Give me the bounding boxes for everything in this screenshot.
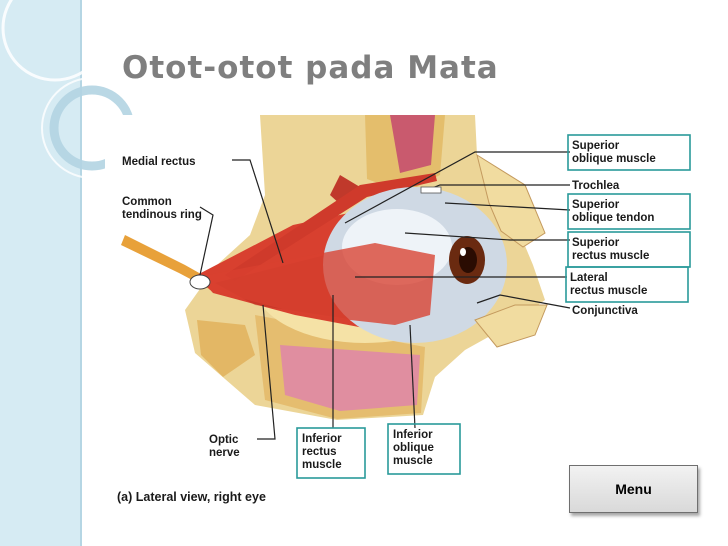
- rectus-overlay: [197, 243, 435, 325]
- eye-muscles-diagram: Medial rectus Common tendinous ring Opti…: [105, 115, 705, 515]
- side-divider: [80, 0, 82, 546]
- label-inferior-rectus-1: Inferior: [302, 433, 342, 445]
- label-superior-rectus-2: rectus muscle: [572, 250, 649, 262]
- lower-eyelid: [474, 304, 548, 348]
- label-lateral-rectus-1: Lateral: [570, 272, 608, 284]
- label-trochlea: Trochlea: [572, 180, 620, 192]
- bone-left: [197, 320, 255, 377]
- label-optic-2: nerve: [209, 447, 240, 459]
- label-superior-rectus-1: Superior: [572, 237, 620, 249]
- label-common-ring-1: Common: [122, 196, 172, 208]
- label-inferior-oblique-1: Inferior: [393, 429, 433, 441]
- menu-button[interactable]: Menu: [569, 465, 698, 513]
- label-medial-rectus: Medial rectus: [122, 156, 196, 168]
- label-superior-oblique-muscle-2: oblique muscle: [572, 153, 656, 165]
- label-superior-oblique-muscle-1: Superior: [572, 140, 620, 152]
- label-inferior-oblique-2: oblique: [393, 442, 434, 454]
- label-superior-oblique-tendon-2: oblique tendon: [572, 212, 654, 224]
- menu-button-label: Menu: [615, 481, 652, 497]
- slide-title: Otot-otot pada Mata: [122, 50, 499, 86]
- side-band: [0, 0, 80, 546]
- label-inferior-rectus-3: muscle: [302, 459, 342, 471]
- red-tissue: [330, 175, 360, 205]
- label-optic-1: Optic: [209, 434, 239, 446]
- label-lateral-rectus-2: rectus muscle: [570, 285, 647, 297]
- figure-caption: (a) Lateral view, right eye: [117, 490, 266, 504]
- label-superior-oblique-tendon-1: Superior: [572, 199, 620, 211]
- label-common-ring-2: tendinous ring: [122, 209, 202, 221]
- label-conjunctiva: Conjunctiva: [572, 305, 638, 317]
- label-inferior-oblique-3: muscle: [393, 455, 433, 467]
- sinus-lower: [280, 345, 420, 411]
- label-inferior-rectus-2: rectus: [302, 446, 337, 458]
- sinus-top: [390, 115, 435, 173]
